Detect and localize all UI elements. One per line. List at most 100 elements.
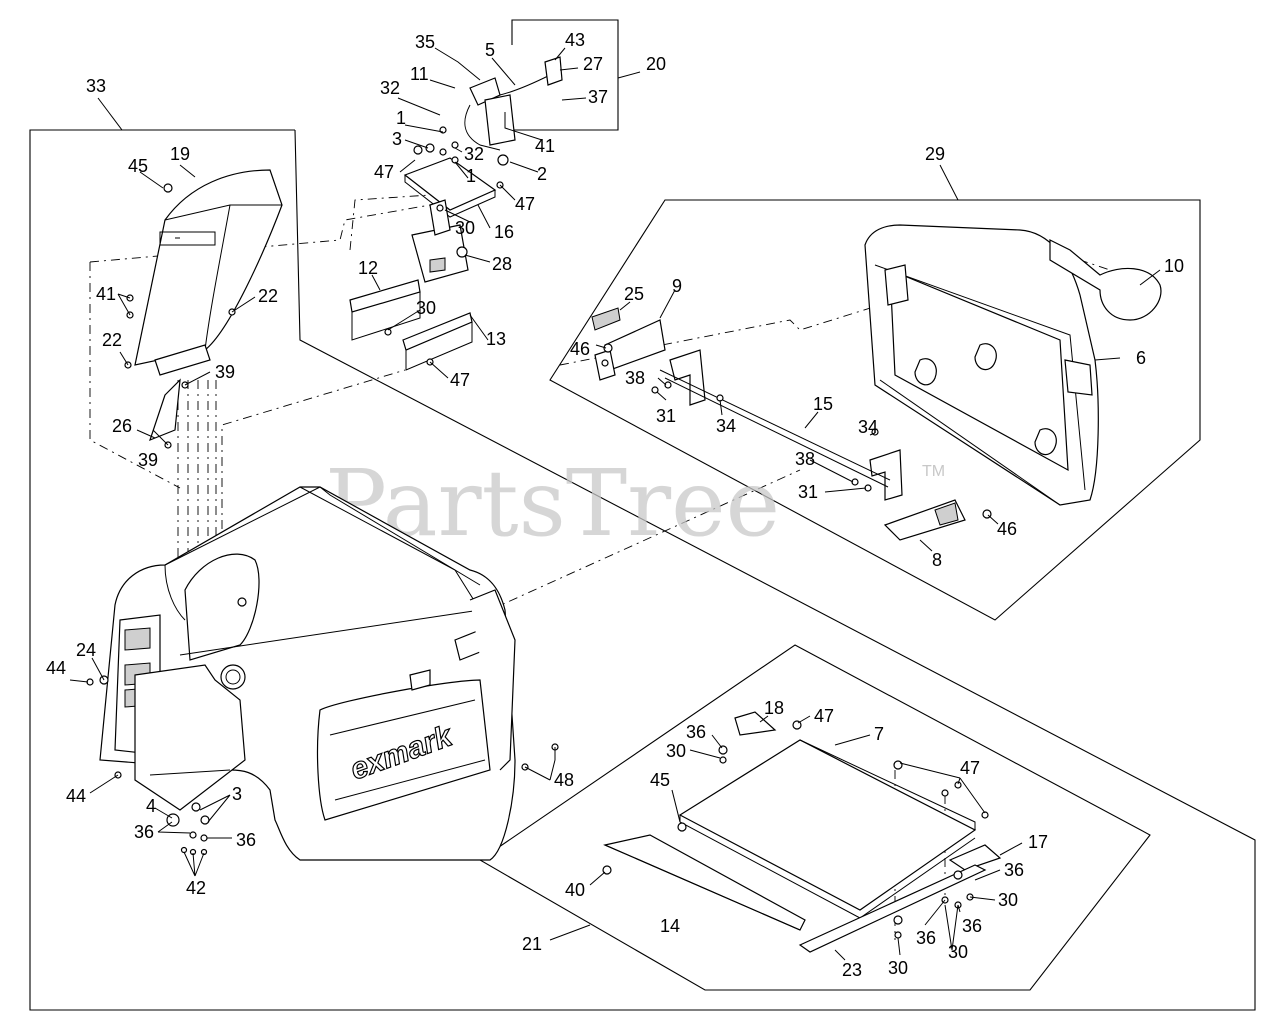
callout-4: 4 (146, 796, 156, 816)
callout-1: 1 (396, 108, 406, 128)
callout-29: 29 (925, 144, 945, 164)
callout-14: 14 (660, 916, 680, 936)
callout-30: 30 (455, 218, 475, 238)
callout-39: 39 (215, 362, 235, 382)
callout-24: 24 (76, 640, 96, 660)
callout-30: 30 (416, 298, 436, 318)
callout-5: 5 (485, 40, 495, 60)
callout-44: 44 (46, 658, 66, 678)
callout-9: 9 (672, 276, 682, 296)
callout-27: 27 (583, 54, 603, 74)
callout-46: 46 (570, 339, 590, 359)
callout-28: 28 (492, 254, 512, 274)
part-13-bracket (402, 312, 473, 371)
callout-20: 20 (646, 54, 666, 74)
callout-45: 45 (650, 770, 670, 790)
callout-7: 7 (874, 724, 884, 744)
assembly-line (349, 194, 431, 251)
callout-19: 19 (170, 144, 190, 164)
callout-31: 31 (656, 406, 676, 426)
callout-48: 48 (554, 770, 574, 790)
callout-43: 43 (565, 30, 585, 50)
part-19-chute (134, 169, 283, 442)
callout-15: 15 (813, 394, 833, 414)
callout-36: 36 (962, 916, 982, 936)
callout-36: 36 (134, 822, 154, 842)
callout-22: 22 (102, 330, 122, 350)
callout-8: 8 (932, 550, 942, 570)
callout-47: 47 (960, 758, 980, 778)
callout-16: 16 (494, 222, 514, 242)
callout-30: 30 (888, 958, 908, 978)
callout-44: 44 (66, 786, 86, 806)
callout-2: 2 (537, 164, 547, 184)
callout-18: 18 (764, 698, 784, 718)
part-23-rail (798, 864, 987, 953)
callout-39: 39 (138, 450, 158, 470)
callout-30: 30 (998, 890, 1018, 910)
callout-47: 47 (450, 370, 470, 390)
callout-labels: 33 19 45 41 22 22 39 26 39 35 5 43 27 20… (46, 30, 1184, 980)
callout-36: 36 (1004, 860, 1024, 880)
callout-38: 38 (795, 449, 815, 469)
watermark-trademark: TM (922, 463, 945, 480)
assembly-line (89, 262, 181, 489)
callout-12: 12 (358, 258, 378, 278)
callout-47: 47 (374, 162, 394, 182)
callout-25: 25 (624, 284, 644, 304)
callout-47: 47 (515, 194, 535, 214)
callout-34: 34 (858, 417, 878, 437)
part-7-floor-pan (678, 739, 977, 919)
hardware-fasteners (86, 126, 992, 939)
callout-37: 37 (588, 87, 608, 107)
part-8-bracket (883, 499, 966, 541)
group-21-outline (478, 644, 1151, 991)
callout-45: 45 (128, 156, 148, 176)
part-33-hood: exmark (99, 486, 516, 861)
callout-1: 1 (466, 166, 476, 186)
part-34-bracket (669, 349, 903, 501)
part-14-panel (603, 834, 806, 931)
callout-30: 30 (948, 942, 968, 962)
callout-13: 13 (486, 329, 506, 349)
callout-41: 41 (535, 136, 555, 156)
assembly-line (489, 469, 801, 611)
callout-33: 33 (86, 76, 106, 96)
callout-32: 32 (464, 144, 484, 164)
callout-6: 6 (1136, 348, 1146, 368)
part-16-plate (403, 157, 497, 218)
callout-32: 32 (380, 78, 400, 98)
callout-40: 40 (565, 880, 585, 900)
callout-3: 3 (232, 784, 242, 804)
callout-35: 35 (415, 32, 435, 52)
part-15-rod (659, 369, 891, 488)
part-17-bracket (948, 844, 1002, 871)
callout-46: 46 (997, 519, 1017, 539)
callout-36: 36 (686, 722, 706, 742)
callout-23: 23 (842, 960, 862, 980)
part-18-bracket (734, 711, 777, 736)
assembly-line (221, 369, 406, 655)
part-10-part (1049, 239, 1162, 321)
group-29-outline (549, 199, 1201, 621)
part-12-pad (349, 279, 421, 341)
callout-10: 10 (1164, 256, 1184, 276)
part-25-label (591, 307, 621, 331)
callout-31: 31 (798, 482, 818, 502)
callout-3: 3 (392, 129, 402, 149)
callout-38: 38 (625, 368, 645, 388)
callout-41: 41 (96, 284, 116, 304)
callout-42: 42 (186, 878, 206, 898)
callout-17: 17 (1028, 832, 1048, 852)
part-28-actuator (411, 199, 469, 283)
group-33-outline (29, 129, 1256, 1011)
part-20-bracket (464, 56, 563, 166)
callout-11: 11 (410, 64, 429, 84)
callout-36: 36 (236, 830, 256, 850)
callout-21: 21 (522, 934, 542, 954)
part-6-seat (864, 224, 1099, 506)
callout-30: 30 (666, 741, 686, 761)
callout-36: 36 (916, 928, 936, 948)
leader-lines (69, 47, 1161, 961)
